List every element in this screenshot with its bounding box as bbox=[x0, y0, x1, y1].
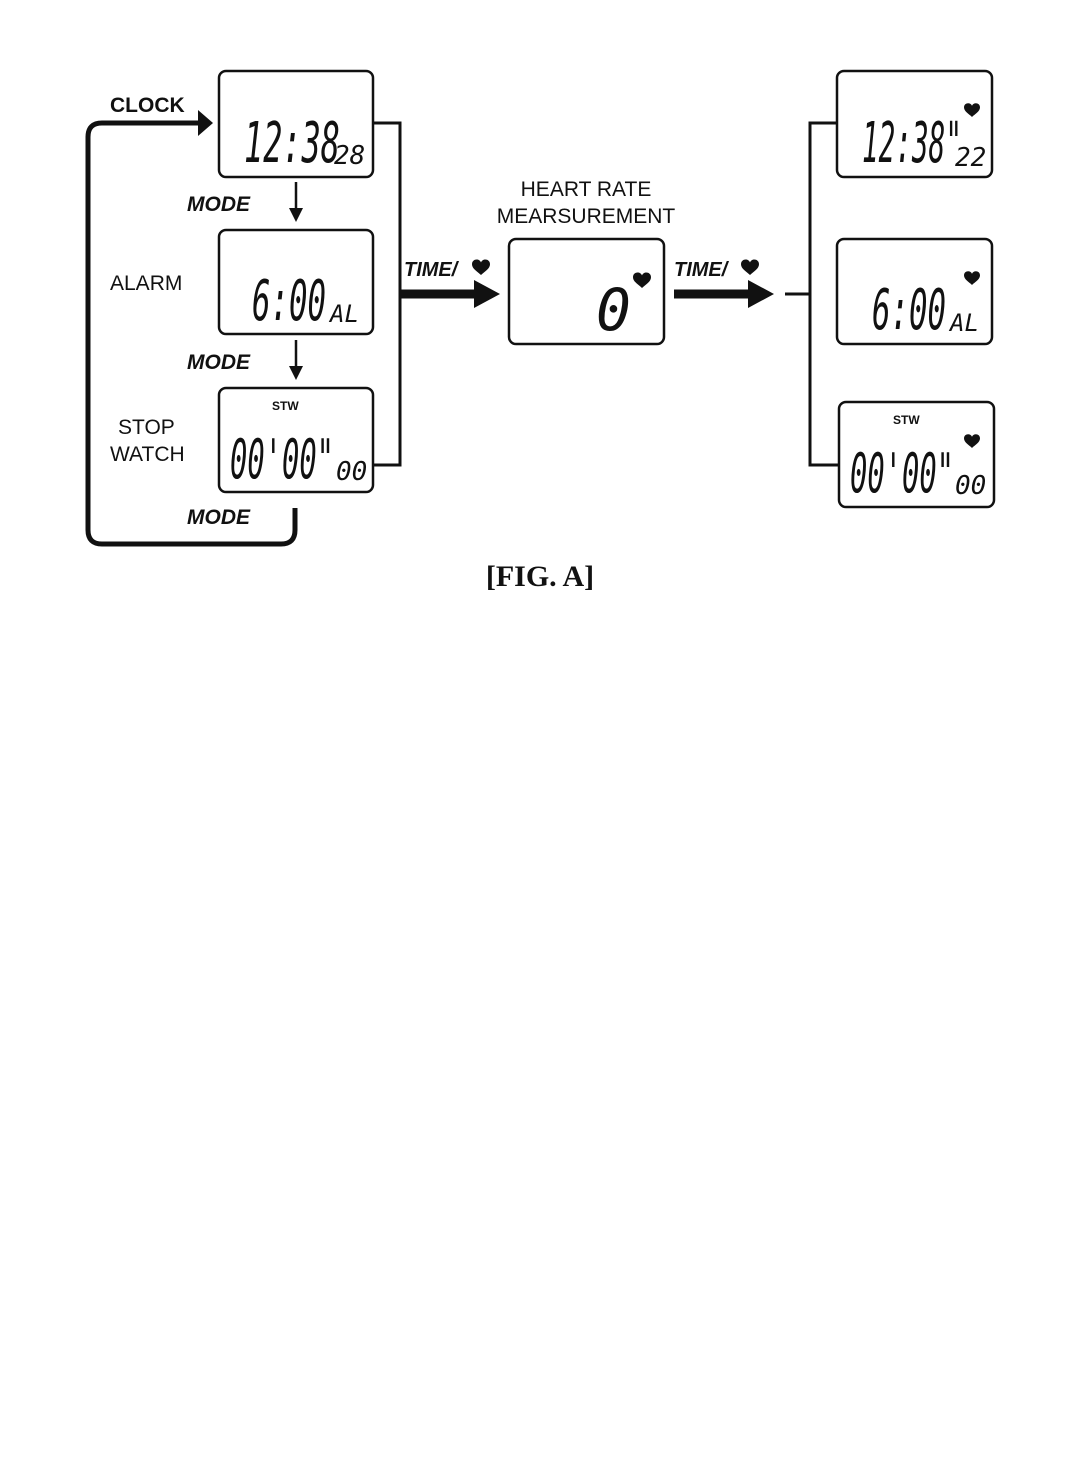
mode-loop-connector bbox=[85, 120, 298, 547]
figure-caption: [FIG. A] bbox=[485, 560, 595, 593]
stopwatch-display-main: 00'00" bbox=[230, 428, 334, 491]
mode-label-3: MODE bbox=[187, 506, 251, 529]
alarm-heart-display-indicator: AL bbox=[948, 309, 979, 337]
heart-icon bbox=[472, 259, 490, 275]
stopwatch-display bbox=[217, 386, 375, 494]
arrow-to-heart-rate bbox=[474, 280, 500, 308]
heart-rate-display bbox=[507, 237, 666, 346]
heart-rate-title-line2: MEARSUREMENT bbox=[497, 205, 676, 228]
alarm-heart-display-main: 6:00 bbox=[872, 278, 946, 343]
time-heart-label-1: TIME/ bbox=[404, 259, 460, 281]
stopwatch-heart-display-hundredths: 00 bbox=[955, 471, 986, 501]
mode-label-2: MODE bbox=[187, 351, 251, 374]
time-heart-label-2: TIME/ bbox=[674, 259, 730, 281]
heart-rate-title-line1: HEART RATE bbox=[521, 178, 652, 201]
stop-watch-label-line2: WATCH bbox=[110, 443, 185, 466]
clock-heart-display-main: 12:38" bbox=[862, 111, 962, 176]
clock-display-main: 12:38 bbox=[244, 111, 340, 176]
mode-arrow-2 bbox=[289, 366, 303, 380]
alarm-display bbox=[217, 228, 375, 336]
left-bracket bbox=[373, 121, 402, 467]
mode-arrow-1 bbox=[289, 208, 303, 222]
alarm-display-indicator: AL bbox=[328, 300, 359, 328]
stopwatch-heart-display-label: STW bbox=[893, 413, 920, 427]
stopwatch-display-label: STW bbox=[272, 399, 299, 413]
stopwatch-heart-display-main: 00'00" bbox=[850, 442, 954, 505]
clock-heart-display-seconds: 22 bbox=[955, 143, 986, 173]
heart-icon bbox=[741, 259, 759, 275]
stopwatch-display-hundredths: 00 bbox=[336, 457, 367, 487]
loop-arrowhead bbox=[198, 110, 213, 136]
clock-display-seconds: 28 bbox=[334, 141, 365, 171]
alarm-display-main: 6:00 bbox=[252, 269, 326, 334]
clock-heart-display bbox=[835, 69, 994, 179]
right-bracket bbox=[808, 121, 840, 467]
heart-rate-display-value: 0 bbox=[596, 276, 631, 344]
stopwatch-heart-display bbox=[837, 400, 996, 509]
alarm-heart-display bbox=[835, 237, 994, 346]
mode-flow-diagram: CLOCK 12:38 28 6:00 AL STW 00'00" 00 ALA… bbox=[85, 69, 996, 547]
stop-watch-label-line1: STOP bbox=[118, 416, 175, 439]
alarm-label: ALARM bbox=[110, 272, 182, 295]
arrow-to-results bbox=[748, 280, 774, 308]
mode-label-1: MODE bbox=[187, 193, 251, 216]
clock-label: CLOCK bbox=[110, 94, 185, 117]
